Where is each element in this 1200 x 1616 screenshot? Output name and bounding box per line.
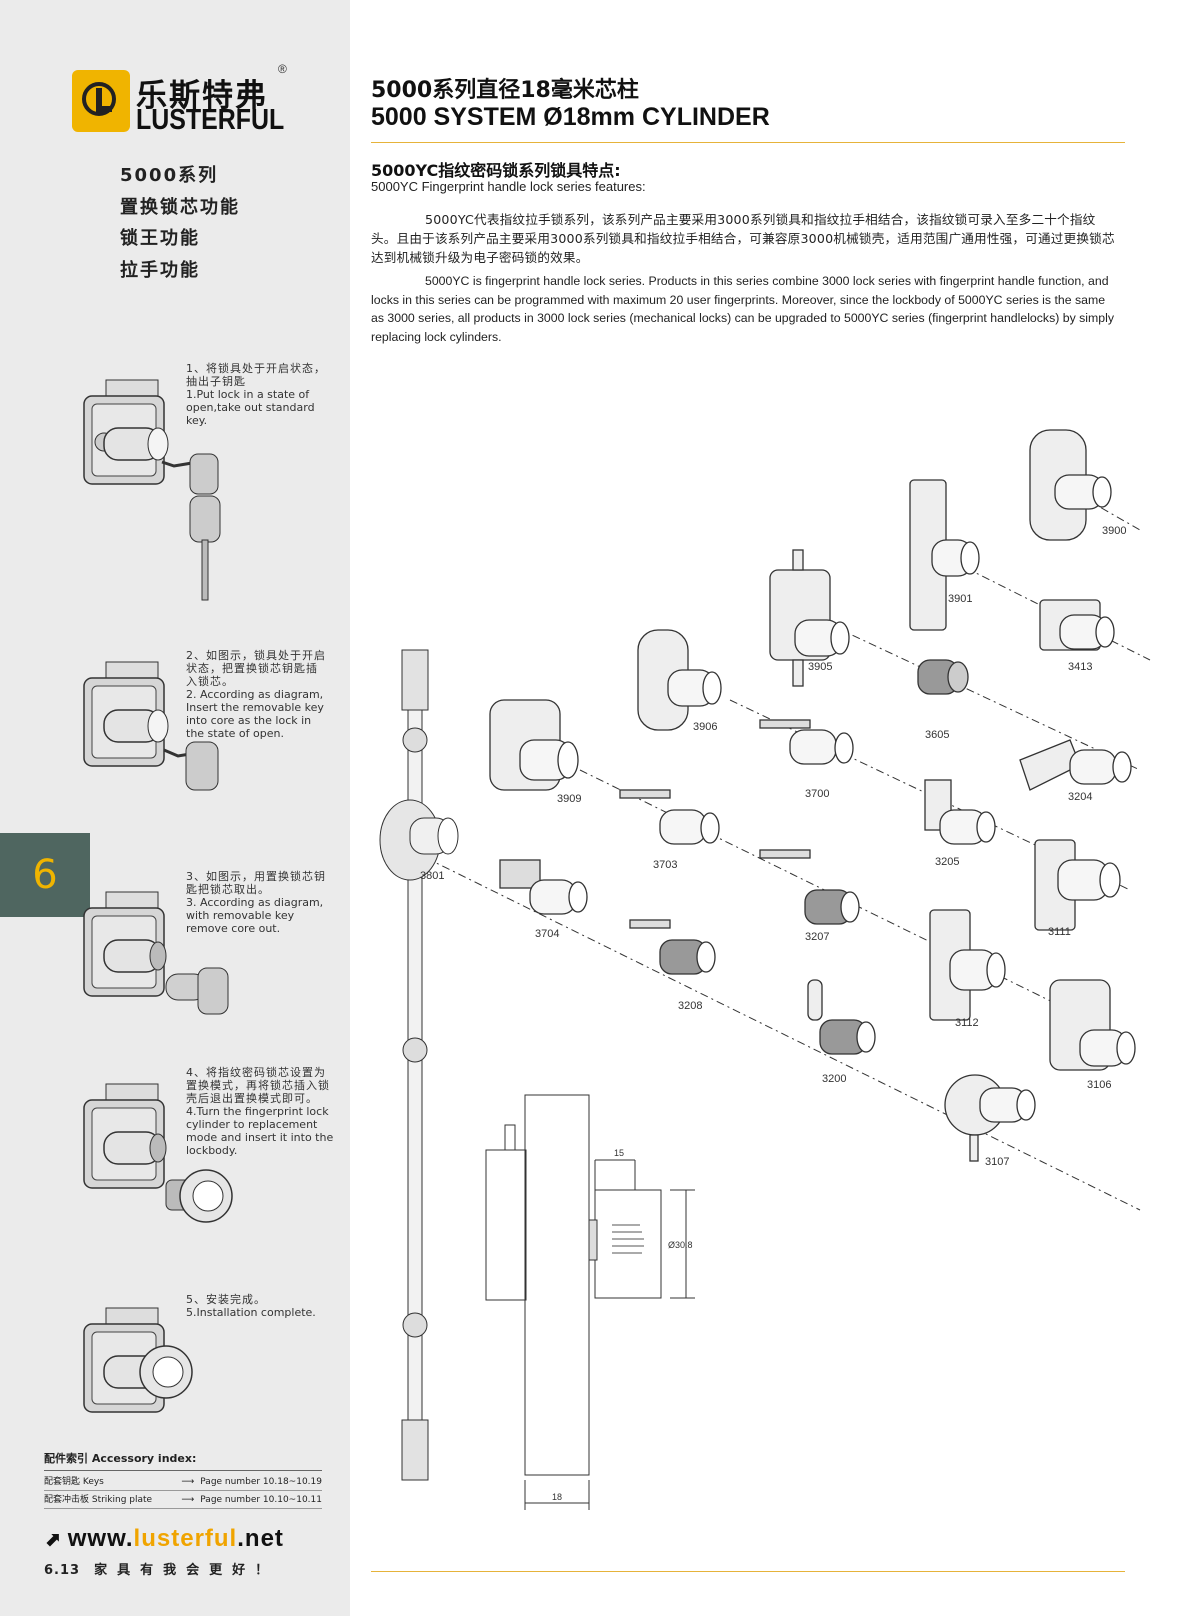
brand-logo: 乐斯特弗 ® LUSTERFUL: [72, 62, 292, 136]
accessory-row[interactable]: 配套钥匙 Keys ⟶ Page number 10.18~10.19: [44, 1475, 322, 1491]
model-label: 3413: [1068, 661, 1092, 673]
lock-3107: [944, 1074, 1036, 1162]
arrow-right-icon: ⟶: [181, 1495, 195, 1505]
step1-lock-illustration: [83, 379, 221, 601]
lock-3704: [499, 859, 588, 915]
step3-lock-illustration: [83, 891, 229, 1015]
lock-3413: [1039, 599, 1115, 651]
accessory-label: 配套冲击板 Striking plate: [44, 1495, 153, 1505]
lock-models: [489, 429, 1136, 1162]
model-label: 3605: [925, 729, 949, 741]
accessory-page: Page number 10.10~10.11: [200, 1495, 322, 1505]
model-label: 3112: [955, 1017, 979, 1029]
description-chinese: 5000YC代表指纹拉手锁系列，该系列产品主要采用3000系列锁具和指纹拉手相结…: [371, 212, 1115, 265]
lock-3703: [619, 789, 720, 845]
model-label: 3906: [693, 721, 717, 733]
model-label: 3208: [678, 1000, 702, 1012]
logo-english: LUSTERFUL: [136, 104, 285, 136]
description-english: 5000YC is fingerprint handle lock series…: [371, 274, 1114, 344]
model-label: 3801: [420, 870, 444, 882]
lock-3106: [1049, 979, 1136, 1071]
page-number: 6.13: [44, 1563, 81, 1578]
lock-3111: [1034, 839, 1121, 931]
website-link[interactable]: ⬈www.lusterful.net: [44, 1525, 284, 1552]
footer-divider: [371, 1571, 1125, 1572]
model-label: 3200: [822, 1073, 846, 1085]
accessory-page: Page number 10.18~10.19: [200, 1477, 322, 1487]
lock-3901: [909, 479, 980, 631]
dimension-label: Ø30.8: [668, 1240, 693, 1250]
lock-3208: [629, 919, 716, 975]
model-labels: 3900 3901 3413 3905 3605 3204 3906 3700 …: [420, 525, 1126, 1168]
model-label: 3700: [805, 788, 829, 800]
slogan: 6.13 家具有我会更好！: [44, 1559, 278, 1578]
page-title-chinese: 5000系列直径18毫米芯柱: [371, 78, 639, 103]
accessory-index: 配件索引 Accessory index: 配套钥匙 Keys ⟶ Page nu…: [44, 1450, 322, 1509]
model-label: 3909: [557, 793, 581, 805]
registered-mark: ®: [278, 62, 287, 76]
step5-lock-illustration: [83, 1307, 193, 1413]
lock-3905: [769, 549, 850, 687]
lock-3906: [637, 629, 722, 731]
lock-3207: [759, 849, 860, 925]
lock-3700: [759, 719, 854, 765]
section-title-chinese: 5000YC指纹密码锁系列锁具特点:: [371, 161, 621, 180]
model-label: 3204: [1068, 791, 1092, 803]
model-label: 3106: [1087, 1079, 1111, 1091]
model-label: 3900: [1102, 525, 1126, 537]
logo-chinese: 乐斯特弗: [136, 78, 268, 114]
section-title-english: 5000YC Fingerprint handle lock series fe…: [371, 179, 646, 194]
dimension-drawing: [485, 1094, 695, 1510]
lock-3112: [929, 909, 1006, 1021]
slogan-text: 家具有我会更好！: [94, 1563, 279, 1578]
lock-3200: [807, 979, 876, 1055]
model-label: 3905: [808, 661, 832, 673]
accessory-label: 配套钥匙 Keys: [44, 1477, 104, 1487]
step2-lock-illustration: [83, 661, 219, 791]
model-label: 3205: [935, 856, 959, 868]
lock-3205: [924, 779, 996, 845]
step-5-text: 5、安装完成。 5.Installation complete.: [186, 1293, 316, 1319]
feature-list: 5000系列 置换锁芯功能 锁王功能 拉手功能: [120, 160, 240, 286]
dimension-label: 18: [552, 1492, 562, 1502]
step-4-text: 4、将指纹密码锁芯设置为置换模式，再将锁芯插入锁壳后退出置换模式即可。 4.Tu…: [186, 1066, 334, 1157]
feature-item: 锁王功能: [120, 228, 200, 249]
accessory-row[interactable]: 配套冲击板 Striking plate ⟶ Page number 10.10~…: [44, 1493, 322, 1509]
lock-3204: [1019, 739, 1132, 791]
dimension-label: 15: [614, 1148, 624, 1158]
lock-3909: [489, 699, 579, 791]
model-label: 3703: [653, 859, 677, 871]
lock-exploded-diagram: 3900 3901 3413 3905 3605 3204 3906 3700 …: [379, 429, 1151, 1510]
step-1-text: 1、将锁具处于开启状态，抽出子钥匙 1.Put lock in a state …: [186, 362, 326, 427]
section-tab: 6: [0, 833, 90, 917]
lock-3605: [917, 659, 969, 695]
page-title-english: 5000 SYSTEM Ø18mm CYLINDER: [371, 103, 770, 131]
arrow-icon: ⬈: [44, 1529, 62, 1551]
model-label: 3704: [535, 928, 559, 940]
feature-item: 5000系列: [120, 165, 219, 186]
step-3-text: 3、如图示，用置换锁芯钥匙把锁芯取出。 3. According as diag…: [186, 870, 326, 935]
feature-item: 拉手功能: [120, 259, 200, 281]
sidebar: 乐斯特弗 ® LUSTERFUL 5000系列 置换锁芯功能 锁王功能 拉手功能…: [0, 0, 350, 1616]
model-label: 3111: [1048, 926, 1071, 938]
model-label: 3901: [948, 593, 972, 605]
feature-item: 置换锁芯功能: [120, 196, 240, 218]
model-label: 3207: [805, 931, 829, 943]
logo-icon: [72, 70, 130, 132]
lock-3900: [1029, 429, 1112, 541]
step-2-text: 2、如图示，锁具处于开启状态，把置换锁芯钥匙插入锁芯。 2. According…: [186, 649, 326, 740]
arrow-right-icon: ⟶: [181, 1477, 195, 1487]
header-divider: [371, 142, 1125, 143]
step4-lock-illustration: [83, 1083, 233, 1223]
espagnolette-rod-3801: [379, 649, 459, 1481]
model-label: 3107: [985, 1156, 1009, 1168]
accessory-title: 配件索引 Accessory index:: [44, 1450, 322, 1471]
